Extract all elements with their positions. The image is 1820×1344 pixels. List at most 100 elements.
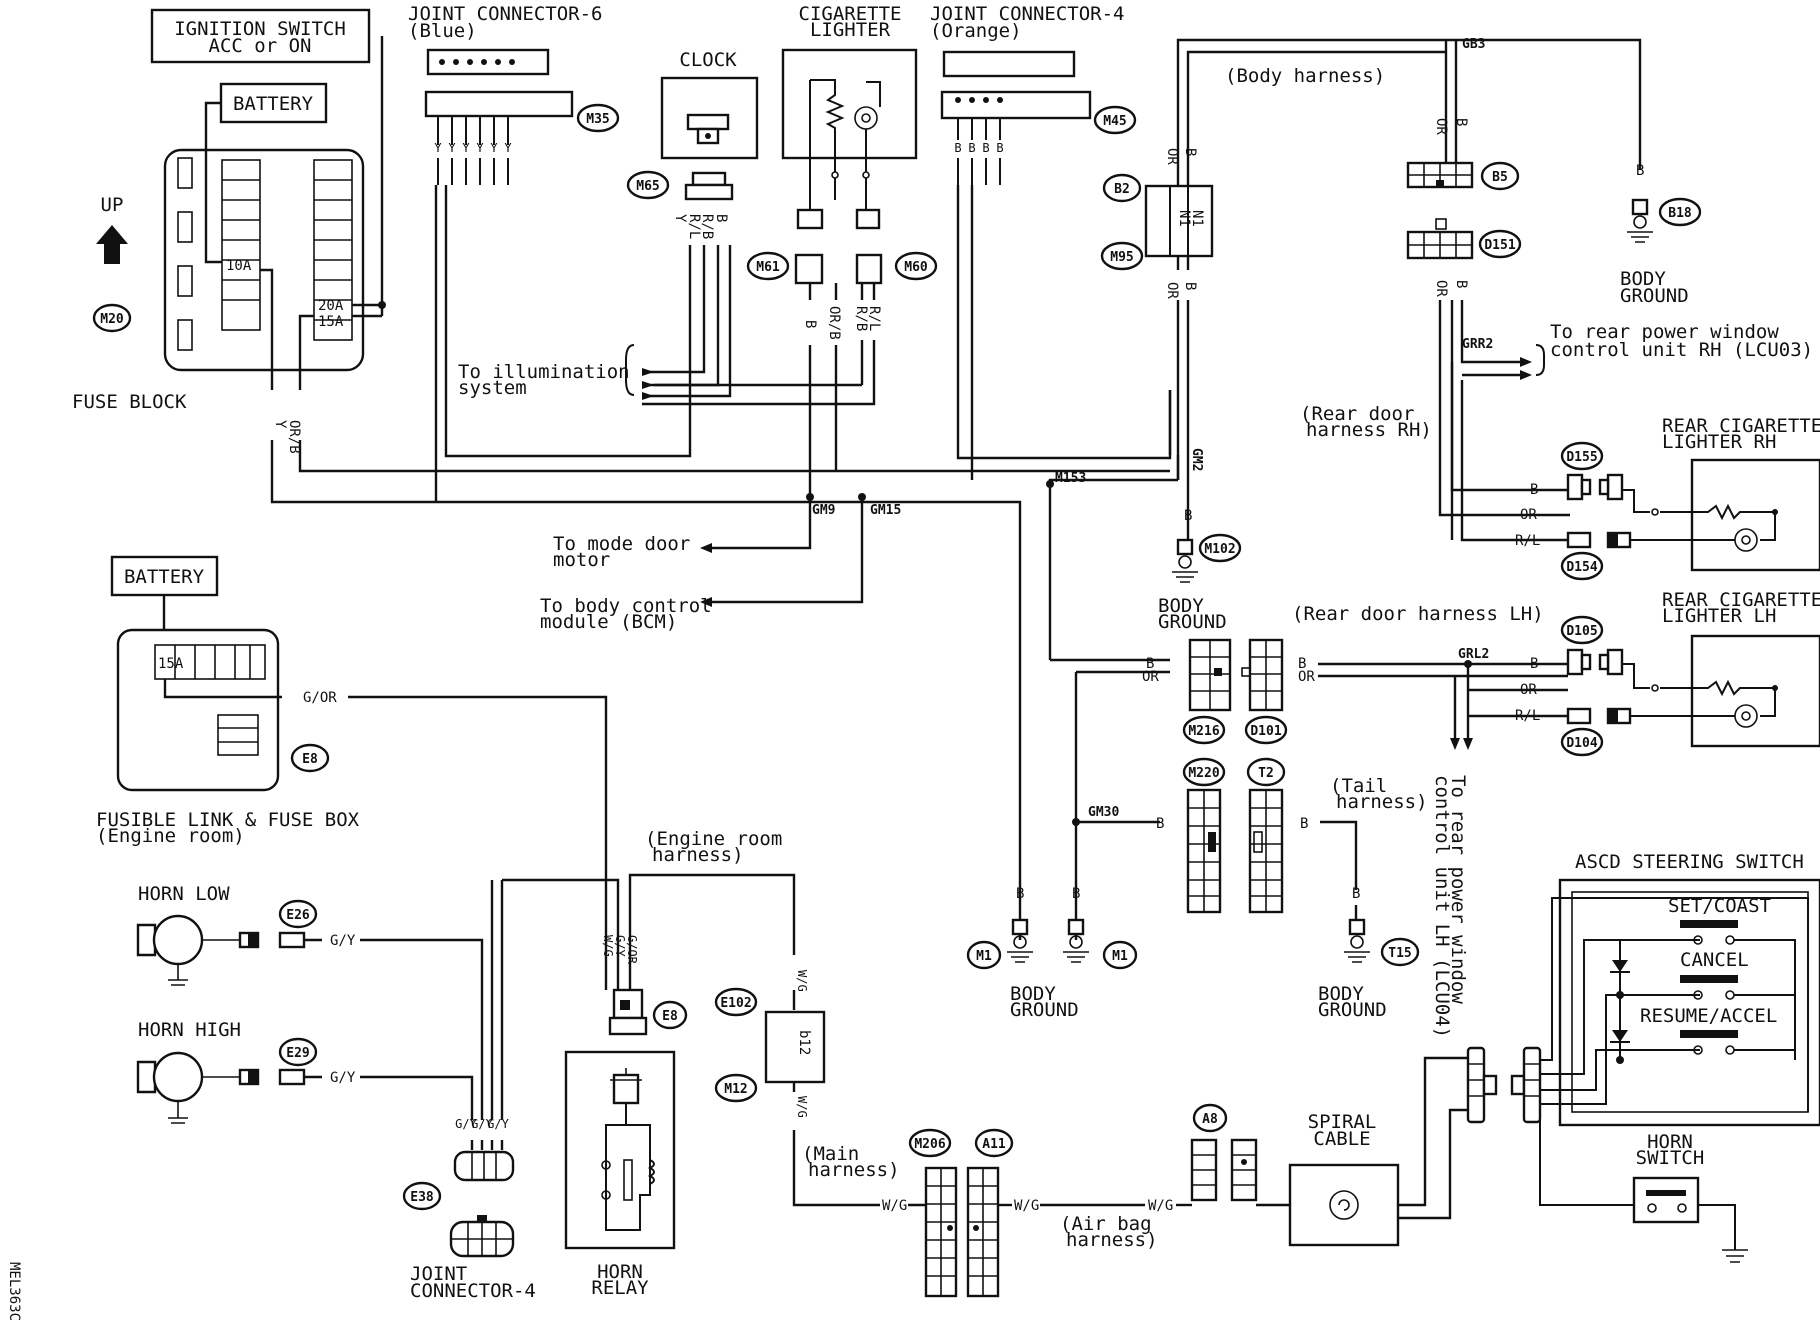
- svg-text:GM30: GM30: [1088, 805, 1119, 820]
- svg-text:D154: D154: [1566, 560, 1597, 575]
- svg-text:M216: M216: [1188, 724, 1219, 739]
- connector-B2-M95: B2 M95 N1 N1: [1100, 173, 1214, 271]
- svg-text:Y: Y: [672, 214, 688, 223]
- wire-orb-fuse: OR/B: [286, 420, 302, 454]
- svg-text:LIGHTER: LIGHTER: [810, 19, 891, 41]
- svg-text:HORN HIGH: HORN HIGH: [138, 1019, 241, 1041]
- svg-text:Y: Y: [462, 141, 470, 155]
- svg-text:M1: M1: [976, 949, 992, 964]
- cigarette-lighter: CIGARETTE LIGHTER: [781, 3, 918, 230]
- svg-text:OR: OR: [1164, 148, 1180, 165]
- svg-text:W/G: W/G: [601, 935, 615, 957]
- svg-text:b12: b12: [796, 1030, 812, 1055]
- svg-text:B: B: [1300, 816, 1308, 832]
- svg-text:M61: M61: [756, 260, 780, 275]
- horn-high: [136, 1051, 260, 1124]
- svg-text:BATTERY: BATTERY: [124, 566, 205, 588]
- svg-text:E38: E38: [410, 1190, 434, 1205]
- connector-B5: B5: [1406, 161, 1520, 191]
- svg-text:system: system: [458, 377, 527, 399]
- svg-text:W/G: W/G: [795, 1096, 809, 1118]
- svg-text:GRL2: GRL2: [1458, 647, 1489, 662]
- fusible-link-box: 15A: [116, 628, 280, 792]
- svg-text:GROUND: GROUND: [1620, 285, 1689, 307]
- connector-M61: M61: [746, 251, 824, 285]
- svg-text:B18: B18: [1668, 206, 1692, 221]
- svg-text:M220: M220: [1188, 766, 1219, 781]
- ground-M1-b: M1: [1063, 918, 1138, 970]
- svg-text:motor: motor: [553, 549, 610, 571]
- svg-text:BODY: BODY: [1158, 595, 1204, 617]
- svg-text:M206: M206: [914, 1137, 945, 1152]
- svg-text:OR: OR: [1164, 282, 1180, 299]
- svg-text:A11: A11: [982, 1137, 1006, 1152]
- svg-text:Y: Y: [448, 141, 456, 155]
- svg-text:ASCD STEERING SWITCH: ASCD STEERING SWITCH: [1575, 851, 1804, 873]
- ignition-switch-label: IGNITION SWITCH: [174, 18, 346, 40]
- svg-text:B: B: [1453, 280, 1469, 288]
- steering-connector: [1466, 1046, 1542, 1124]
- up-label: UP: [101, 194, 124, 216]
- svg-text:To rear power window: To rear power window: [1550, 321, 1779, 343]
- svg-text:LIGHTER RH: LIGHTER RH: [1662, 431, 1776, 453]
- svg-text:harness): harness): [652, 844, 744, 866]
- svg-text:To body control: To body control: [540, 595, 712, 617]
- svg-text:GRR2: GRR2: [1462, 337, 1493, 352]
- svg-text:CLOCK: CLOCK: [679, 49, 737, 71]
- joint-connector-4-bottom: E38 JOINT CONNECTOR-4: [402, 1150, 536, 1302]
- svg-text:harness): harness): [1066, 1229, 1158, 1251]
- connector-D101: D101: [1241, 638, 1288, 745]
- connector-M216: M216: [1182, 638, 1232, 745]
- svg-text:BODY: BODY: [1620, 268, 1666, 290]
- fuse-block: 10A 20A 15A FUSE BLOCK: [72, 148, 365, 413]
- svg-text:B2: B2: [1114, 182, 1130, 197]
- svg-text:G/Y: G/Y: [471, 1117, 493, 1131]
- horn-relay: HORN RELAY: [564, 1050, 676, 1299]
- connector-E8-a: E8: [290, 743, 330, 773]
- rear-cigarette-lighter-rh: [1622, 458, 1820, 572]
- svg-text:B: B: [1184, 508, 1192, 524]
- svg-text:Y: Y: [490, 141, 498, 155]
- battery-label: BATTERY: [233, 93, 314, 115]
- svg-text:REAR CIGARETTE: REAR CIGARETTE: [1662, 589, 1820, 611]
- svg-text:B: B: [1530, 482, 1538, 498]
- svg-text:R/L: R/L: [866, 306, 882, 331]
- svg-text:JOINT: JOINT: [410, 1263, 467, 1285]
- clock: CLOCK: [660, 49, 759, 160]
- svg-text:W/G: W/G: [1014, 1198, 1039, 1214]
- svg-text:SET/COAST: SET/COAST: [1668, 895, 1771, 917]
- svg-text:E8: E8: [302, 752, 318, 767]
- svg-text:GM15: GM15: [870, 503, 901, 518]
- svg-text:D151: D151: [1484, 238, 1515, 253]
- svg-text:G/Y: G/Y: [330, 1070, 356, 1086]
- svg-text:OR: OR: [1433, 280, 1449, 297]
- fuse-20a: 20A: [318, 298, 344, 314]
- svg-text:(Rear door: (Rear door: [1300, 403, 1414, 425]
- svg-text:(Orange): (Orange): [930, 20, 1022, 42]
- svg-text:(Engine room): (Engine room): [96, 825, 245, 847]
- svg-text:E8: E8: [662, 1009, 678, 1024]
- fuse-15a: 15A: [318, 314, 344, 330]
- connector-E102-M12: b12 E102 M12: [714, 987, 826, 1103]
- svg-text:harness): harness): [808, 1159, 900, 1181]
- svg-text:BODY: BODY: [1318, 983, 1364, 1005]
- svg-text:B: B: [996, 141, 1003, 155]
- svg-text:B5: B5: [1492, 170, 1508, 185]
- svg-text:module (BCM): module (BCM): [540, 611, 677, 633]
- svg-text:D105: D105: [1566, 624, 1597, 639]
- rear-cigarette-lighter-lh: [1622, 634, 1820, 748]
- svg-text:Y: Y: [434, 141, 442, 155]
- svg-text:To mode door: To mode door: [553, 533, 690, 555]
- svg-text:HORN: HORN: [1647, 1131, 1693, 1153]
- svg-text:A8: A8: [1202, 1112, 1218, 1127]
- svg-text:To rear power window: To rear power window: [1447, 775, 1469, 1004]
- connector-M45: M45: [1093, 105, 1137, 135]
- svg-text:RESUME/ACCEL: RESUME/ACCEL: [1640, 1005, 1777, 1027]
- fuse-10a: 10A: [226, 258, 252, 274]
- svg-text:B: B: [1156, 816, 1164, 832]
- svg-text:(Air bag: (Air bag: [1060, 1213, 1152, 1235]
- svg-text:GROUND: GROUND: [1010, 999, 1079, 1021]
